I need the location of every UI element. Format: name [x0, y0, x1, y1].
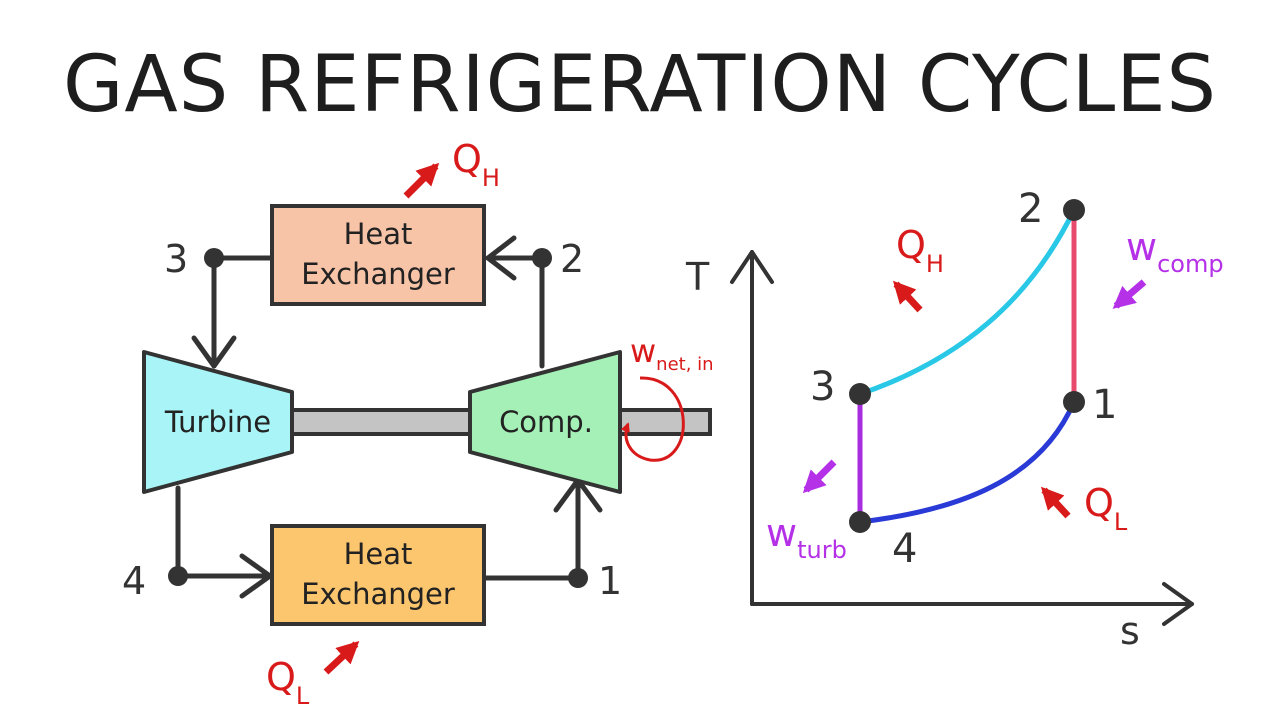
piping: [175, 235, 603, 599]
process-2-3-curve: [859, 208, 1077, 397]
x-axis-label: s: [1120, 609, 1140, 653]
ts-w-turb-arrow: [802, 459, 837, 494]
state-point-2: [532, 248, 552, 268]
ts-state-point-2: [1063, 199, 1085, 221]
process-4-1-curve: [859, 400, 1077, 525]
ts-w-turb-label: wturb: [766, 511, 847, 564]
y-axis-label: T: [685, 255, 710, 299]
turbine: [142, 350, 294, 494]
cold-heat-exchanger: [270, 524, 486, 626]
y-axis-arrowhead: [730, 250, 774, 284]
state-point-4: [168, 566, 188, 586]
ts-diagram: T s 2 1 3 4 QH QL wcomp wturb: [685, 186, 1224, 653]
compressor: [468, 350, 622, 494]
state-label-1: 1: [598, 559, 622, 603]
rotation-arrow: [620, 376, 685, 462]
state-point-3: [204, 248, 224, 268]
ts-state-point-3: [849, 383, 871, 405]
ts-state-label-4: 4: [892, 526, 917, 572]
q-l-in-arrow: [323, 640, 360, 675]
ts-state-point-1: [1063, 391, 1085, 413]
cold-hx-label-line2: Exchanger: [301, 577, 455, 611]
page-title: GAS REFRIGERATION CYCLES: [62, 40, 1218, 130]
x-axis-arrowhead: [1162, 582, 1194, 626]
ts-q-l-arrow: [1040, 486, 1071, 519]
ts-state-label-1: 1: [1092, 382, 1117, 428]
arrow-into-turbine: [191, 335, 237, 369]
hot-hx-label-line1: Heat: [344, 217, 413, 251]
w-net-in-label: wnet, in: [630, 332, 714, 375]
ts-state-point-4: [849, 511, 871, 533]
ts-q-h-label: QH: [896, 223, 944, 278]
ts-w-comp-label: wcomp: [1126, 225, 1224, 278]
state-label-3: 3: [164, 237, 188, 281]
compressor-label: Comp.: [499, 405, 593, 439]
ts-w-comp-arrow: [1112, 279, 1147, 309]
state-label-2: 2: [560, 237, 584, 281]
q-h-label: QH: [452, 137, 500, 192]
q-h-out-arrow: [403, 162, 440, 199]
q-l-label: QL: [266, 655, 310, 710]
state-label-4: 4: [122, 559, 146, 603]
ts-state-label-2: 2: [1018, 186, 1043, 232]
system-schematic: Heat Exchanger Heat Exchanger Turbine Co…: [122, 137, 714, 710]
turbine-label: Turbine: [164, 405, 271, 439]
hot-heat-exchanger: [270, 204, 486, 306]
arrow-into-hot-hx: [485, 235, 517, 281]
ts-state-label-3: 3: [810, 364, 835, 410]
ts-q-l-label: QL: [1084, 481, 1128, 536]
state-point-1: [568, 568, 588, 588]
cold-hx-label-line1: Heat: [344, 537, 413, 571]
hot-hx-label-line2: Exchanger: [301, 257, 455, 291]
axes: [730, 250, 1194, 626]
ts-q-h-arrow: [892, 280, 923, 313]
